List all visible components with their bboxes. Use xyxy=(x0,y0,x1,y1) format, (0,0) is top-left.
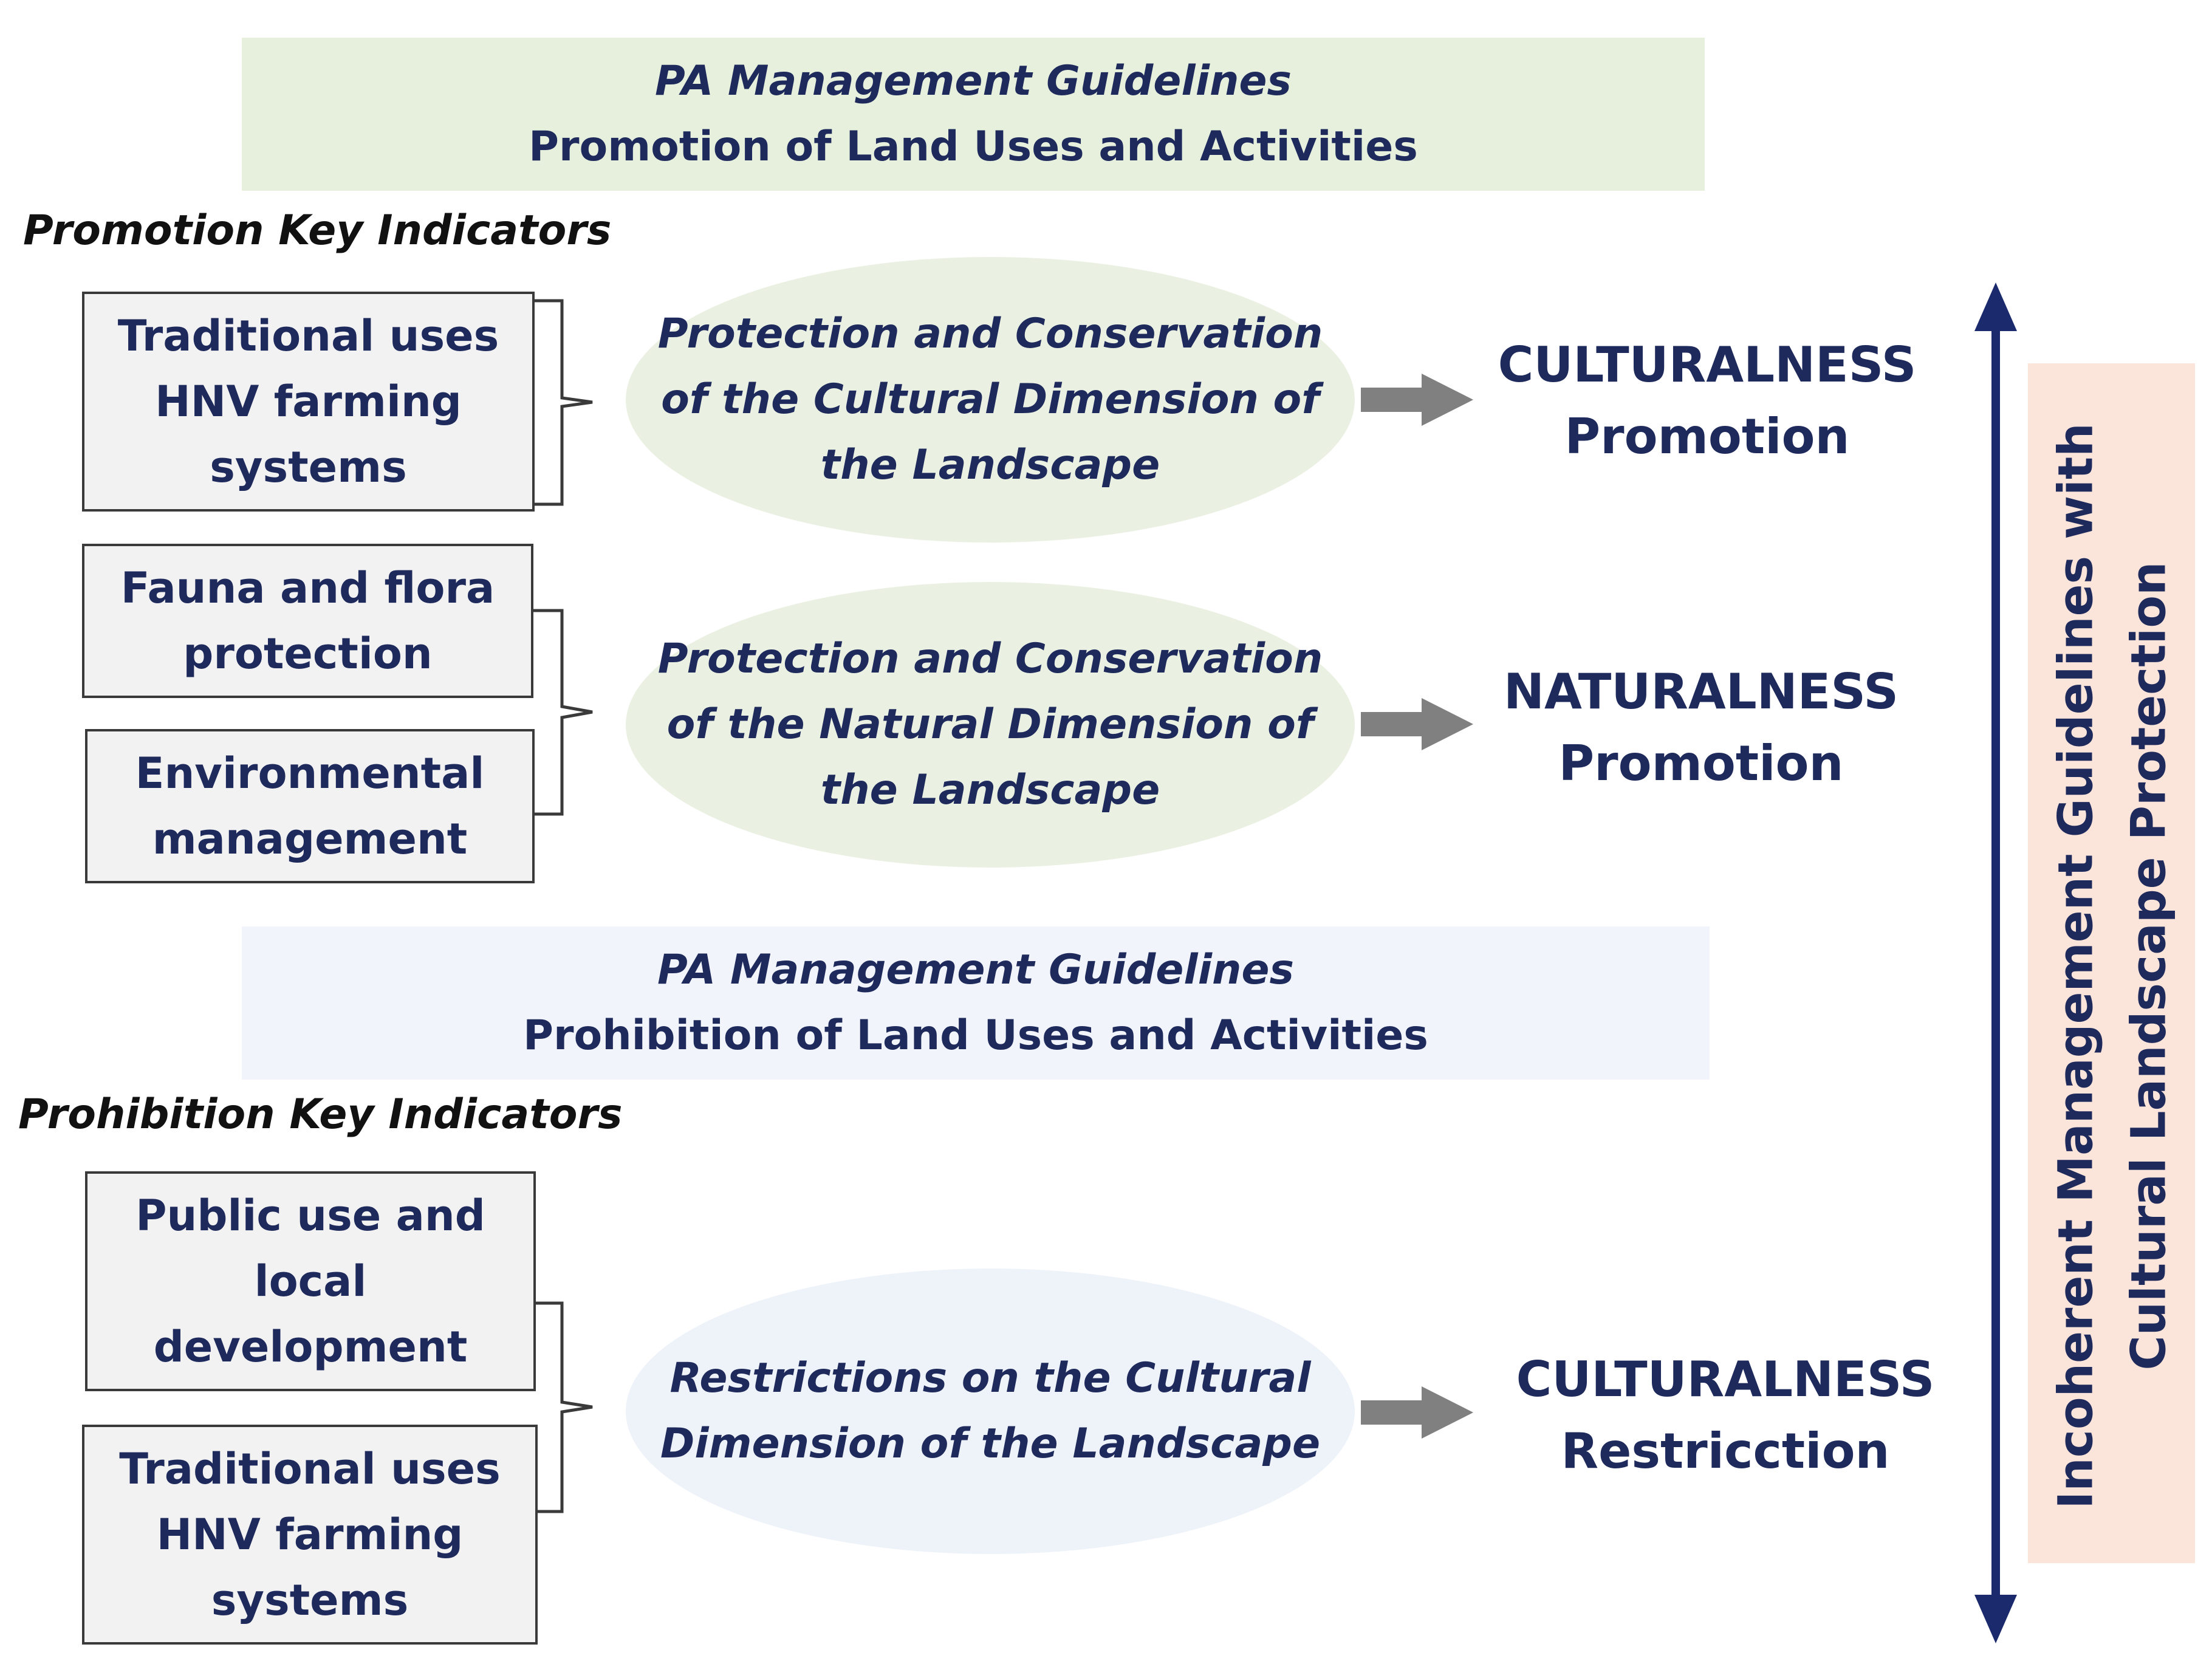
bracket-icon xyxy=(535,299,593,506)
indicator-traditional-uses-promotion: Traditional uses HNV farming systems xyxy=(82,292,535,512)
outcome-culturalness-promotion: CULTURALNESS Promotion xyxy=(1470,322,1944,480)
outcome-culturalness-title: CULTURALNESS xyxy=(1498,337,1917,393)
indicator-traditional-uses-prohibition: Traditional uses HNV farming systems xyxy=(82,1425,538,1645)
indicator-public-use: Public use and local development xyxy=(85,1171,536,1391)
outcome-naturalness-promotion: NATURALNESS Promotion xyxy=(1464,649,1938,807)
outcome-restriction-subtitle: Restricction xyxy=(1561,1423,1890,1479)
process-cultural-restrictions: Restrictions on the Cultural Dimension o… xyxy=(626,1269,1355,1554)
prohibition-banner-subtitle: Prohibition of Land Uses and Activities xyxy=(523,1012,1428,1060)
right-arrow-icon xyxy=(1361,374,1473,426)
indicator-environmental-management: Environmental management xyxy=(85,729,535,883)
prohibition-key-indicators-label: Prohibition Key Indicators xyxy=(18,1091,623,1138)
outcome-restriction-title: CULTURALNESS xyxy=(1516,1351,1935,1408)
prohibition-banner-title: PA Management Guidelines xyxy=(657,946,1295,994)
outcome-culturalness-subtitle: Promotion xyxy=(1564,408,1850,465)
outcome-naturalness-title: NATURALNESS xyxy=(1504,663,1899,720)
bracket-icon xyxy=(536,1301,593,1513)
promotion-banner-subtitle: Promotion of Land Uses and Activities xyxy=(529,123,1418,171)
promotion-key-indicators-label: Promotion Key Indicators xyxy=(23,207,612,255)
right-arrow-icon xyxy=(1361,1386,1473,1439)
outcome-naturalness-subtitle: Promotion xyxy=(1558,735,1844,792)
process-natural-protection: Protection and Conservation of the Natur… xyxy=(626,582,1355,868)
promotion-guidelines-banner: PA Management Guidelines Promotion of La… xyxy=(242,38,1705,191)
prohibition-guidelines-banner: PA Management Guidelines Prohibition of … xyxy=(242,926,1710,1080)
vertical-double-arrow-icon xyxy=(1974,282,2017,1643)
outcome-culturalness-restriction: CULTURALNESS Restricction xyxy=(1482,1337,1968,1495)
bracket-icon xyxy=(533,609,593,816)
promotion-banner-title: PA Management Guidelines xyxy=(654,57,1292,105)
right-arrow-icon xyxy=(1361,698,1473,750)
incoherent-guidelines-panel xyxy=(2028,363,2195,1563)
indicator-fauna-flora: Fauna and flora protection xyxy=(82,544,533,698)
process-cultural-protection: Protection and Conservation of the Cultu… xyxy=(626,257,1355,543)
